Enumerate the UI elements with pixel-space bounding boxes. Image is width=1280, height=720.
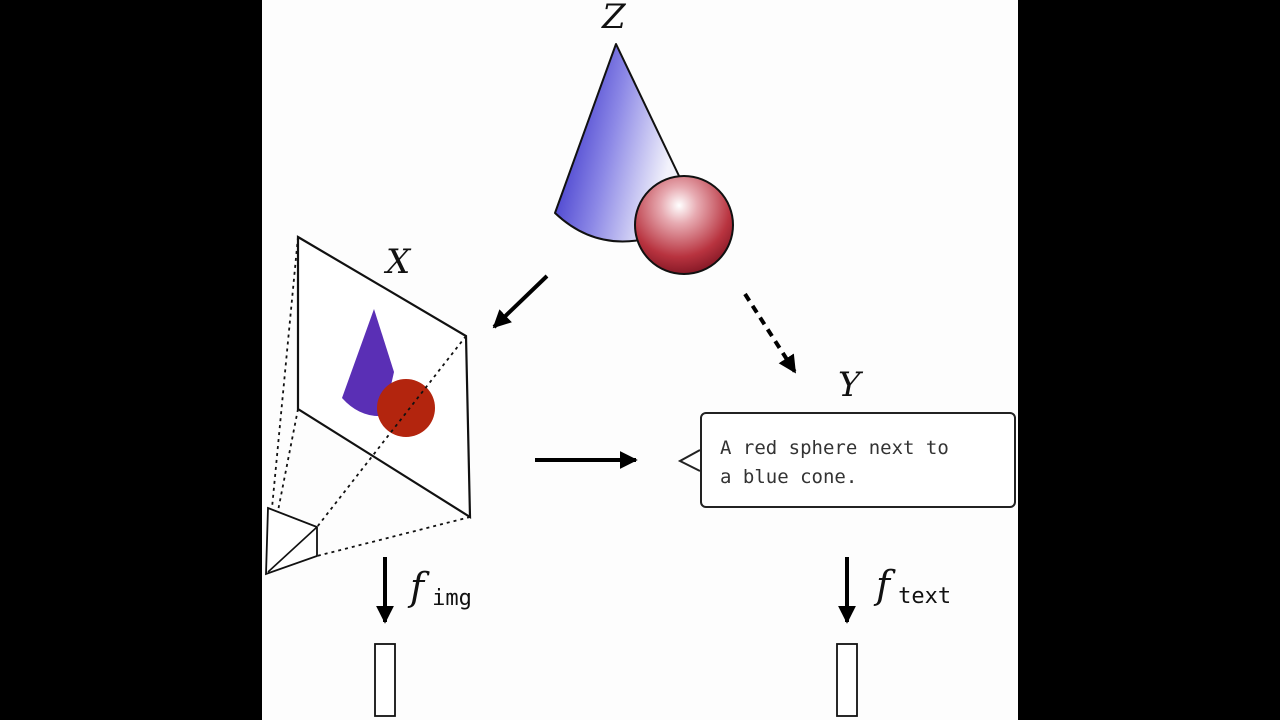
scene-z <box>554 43 734 275</box>
f-img-symbol: f <box>407 565 430 609</box>
image-embedding-vector <box>374 643 396 717</box>
text-embedding-vector <box>836 643 858 717</box>
image-x <box>265 235 472 576</box>
image-sphere <box>377 379 435 437</box>
y-label: Y <box>838 365 864 405</box>
camera <box>265 506 318 576</box>
f-img-subscript: img <box>432 586 472 611</box>
f-text-subscript: text <box>898 584 951 609</box>
diagram-svg: Z X Y f img f <box>265 0 951 717</box>
frustum-line <box>316 335 467 528</box>
arrow-z-to-y-dashed <box>743 292 797 374</box>
scene-sphere <box>634 175 734 275</box>
image-cone <box>342 309 394 417</box>
diagram-canvas: Z X Y f img f <box>262 0 1018 720</box>
x-label: X <box>383 242 412 282</box>
f-text-symbol: f <box>873 563 896 607</box>
camera-edge <box>267 526 318 573</box>
frustum-line <box>271 236 299 509</box>
caption-box: A red sphere next to a blue cone. <box>700 412 1016 508</box>
f-img-label: f img <box>407 565 472 611</box>
frustum-line <box>316 516 471 557</box>
z-label: Z <box>601 0 627 37</box>
f-text-label: f text <box>873 563 951 609</box>
arrow-z-to-x <box>492 274 549 329</box>
caption-text: A red sphere next to a blue cone. <box>720 437 949 488</box>
caption-pointer <box>677 449 701 472</box>
